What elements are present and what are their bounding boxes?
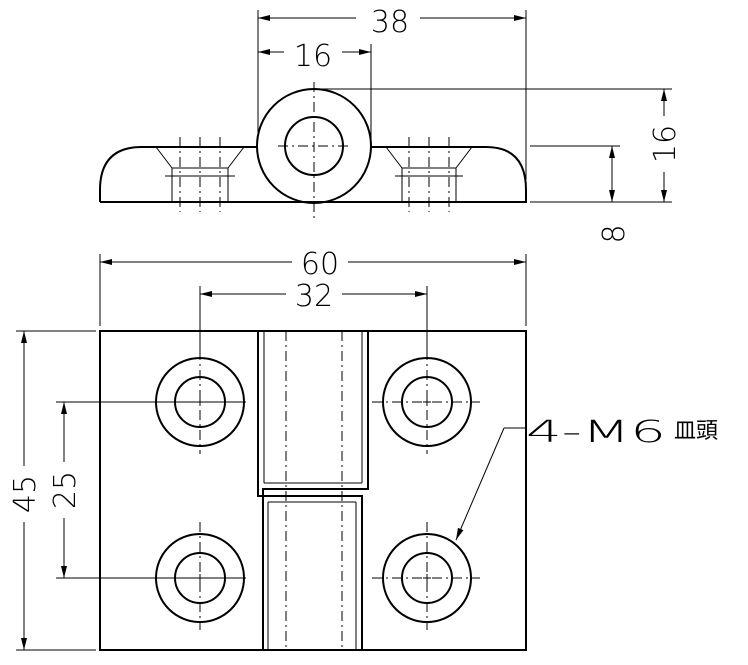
dim-45-text: 45 (8, 475, 43, 513)
hole-bottom-left (155, 522, 245, 630)
note-hole-type: 皿頭 (674, 419, 718, 444)
plan-knuckle-lower (262, 331, 369, 650)
dim-25-text: 25 (48, 471, 83, 509)
plan-view: 60 32 45 25 4-M6 皿頭 (8, 247, 718, 651)
dim-16h-text: 16 (294, 39, 332, 74)
hole-bottom-right (372, 522, 480, 630)
dim-16v-text: 16 (648, 125, 683, 163)
note-hole-spec: 4-M6 (526, 415, 666, 450)
side-countersink-left (155, 137, 245, 212)
hole-top-right (372, 350, 480, 454)
dim-60-text: 60 (301, 247, 339, 282)
dim-32-text: 32 (295, 279, 333, 314)
side-view-outline (99, 146, 527, 203)
side-view: 38 16 16 8 (99, 2, 683, 244)
note-leader-line (455, 427, 505, 541)
dim-8-text: 8 (597, 224, 632, 243)
side-countersink-right (385, 137, 473, 212)
dim-38-text: 38 (371, 5, 409, 40)
plan-knuckle-upper (257, 331, 363, 650)
plan-outline (99, 330, 527, 651)
